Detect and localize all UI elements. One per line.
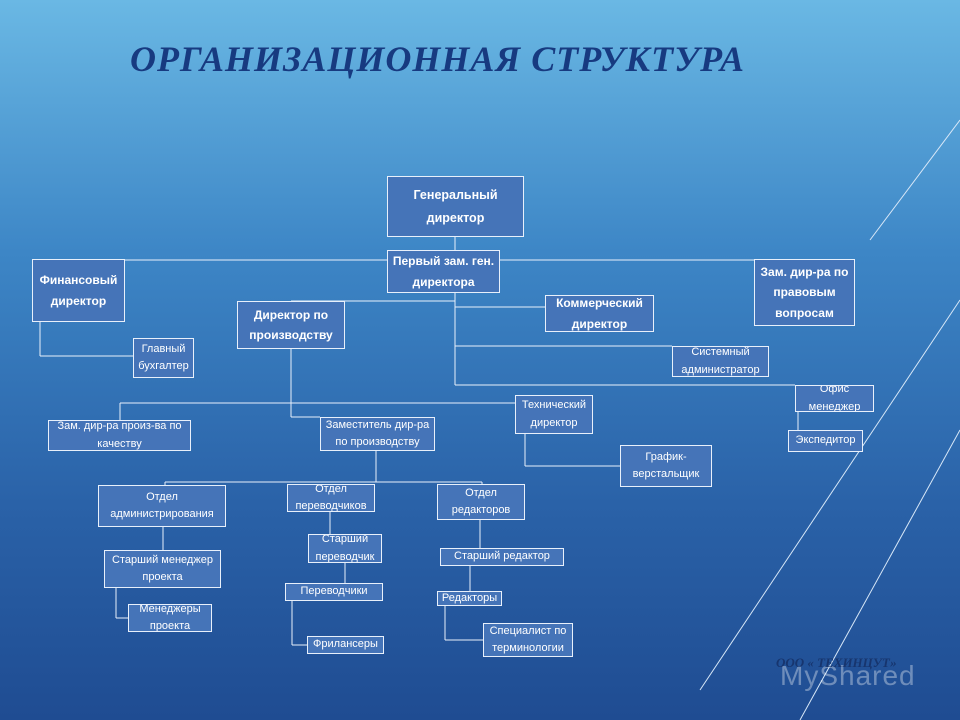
editors-box: Редакторы xyxy=(437,591,502,606)
office-manager-box: Офис менеджер xyxy=(795,385,874,412)
general-director-box: Генеральный директор xyxy=(387,176,524,237)
diagonal-line xyxy=(699,299,960,691)
senior-project-manager-box: Старший менеджер проекта xyxy=(104,550,221,588)
translators-department-box: Отдел переводчиков xyxy=(287,484,375,512)
courier-box: Экспедитор xyxy=(788,430,863,452)
diagonal-line xyxy=(799,429,960,720)
deputy-production-box: Заместитель дир-ра по производству xyxy=(320,417,435,451)
senior-translator-box: Старший переводчик xyxy=(308,534,382,563)
senior-editor-box: Старший редактор xyxy=(440,548,564,566)
page-title: ОРГАНИЗАЦИОННАЯ СТРУКТУРА xyxy=(130,39,745,79)
company-name: ООО « ТЕХИНЦУТ» xyxy=(776,655,897,670)
system-admin-box: Системный администратор xyxy=(672,346,769,377)
deputy-quality-box: Зам. дир-ра произ-ва по качеству xyxy=(48,420,191,451)
admin-department-box: Отдел администрирования xyxy=(98,485,226,527)
commercial-director-box: Коммерческий директор xyxy=(545,295,654,332)
editors-department-box: Отдел редакторов xyxy=(437,484,525,520)
production-director-box: Директор по производству xyxy=(237,301,345,349)
terminology-specialist-box: Специалист по терминологии xyxy=(483,623,573,657)
deputy-legal-box: Зам. дир-ра по правовым вопросам xyxy=(754,259,855,326)
translators-box: Переводчики xyxy=(285,583,383,601)
layout-designer-box: График-верстальщик xyxy=(620,445,712,487)
technical-director-box: Технический директор xyxy=(515,395,593,434)
chief-accountant-box: Главный бухгалтер xyxy=(133,338,194,378)
diagonal-line xyxy=(869,119,960,241)
watermark-logo: MyShared xyxy=(780,660,916,691)
first-deputy-box: Первый зам. ген. директора xyxy=(387,250,500,293)
financial-director-box: Финансовый директор xyxy=(32,259,125,322)
freelancers-box: Фрилансеры xyxy=(307,636,384,654)
project-managers-box: Менеджеры проекта xyxy=(128,604,212,632)
